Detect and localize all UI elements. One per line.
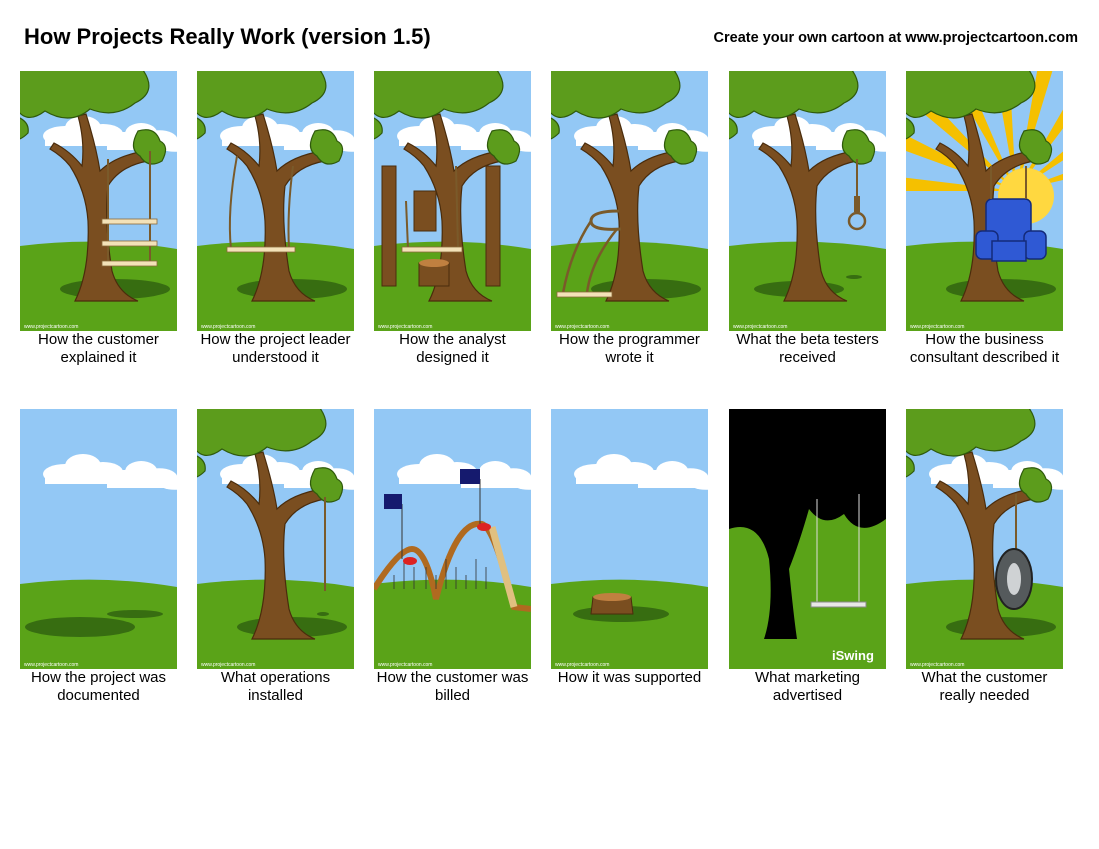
panel-caption: How it was supported: [557, 669, 702, 686]
svg-text:www.projectcartoon.com: www.projectcartoon.com: [201, 324, 255, 330]
panel-caption: What operations installed: [220, 669, 331, 704]
svg-text:www.projectcartoon.com: www.projectcartoon.com: [24, 324, 78, 330]
iswing-brand: iSwing: [832, 648, 874, 663]
cartoon-panel-noose: www.projectcartoon.com What the beta tes…: [729, 71, 886, 366]
panel-illustration: www.projectcartoon.com: [906, 71, 1063, 331]
cartoon-panel-tire-swing: www.projectcartoon.com What the customer…: [906, 409, 1063, 704]
panel-illustration: www.projectcartoon.com: [197, 71, 354, 331]
svg-text:www.projectcartoon.com: www.projectcartoon.com: [201, 662, 255, 668]
svg-text:www.projectcartoon.com: www.projectcartoon.com: [378, 662, 432, 668]
panel-illustration: www.projectcartoon.com: [197, 409, 354, 669]
panel-illustration: iSwing: [729, 409, 886, 669]
panel-caption: How the analyst designed it: [399, 331, 506, 366]
panel-illustration: www.projectcartoon.com: [906, 409, 1063, 669]
svg-text:www.projectcartoon.com: www.projectcartoon.com: [555, 662, 609, 668]
credit-link[interactable]: Create your own cartoon at www.projectca…: [713, 30, 1078, 46]
svg-text:www.projectcartoon.com: www.projectcartoon.com: [378, 324, 432, 330]
panel-illustration: www.projectcartoon.com: [374, 409, 531, 669]
panel-caption: What the customer really needed: [921, 669, 1048, 704]
svg-text:www.projectcartoon.com: www.projectcartoon.com: [733, 324, 787, 330]
cartoon-panel-swing-no-gap: www.projectcartoon.com How the project l…: [197, 71, 354, 366]
panel-caption: How the customer was billed: [376, 669, 529, 704]
panel-illustration: www.projectcartoon.com: [20, 71, 177, 331]
panel-caption: How the business consultant described it: [909, 331, 1060, 366]
cartoon-panel-empty-field: www.projectcartoon.com How the project w…: [20, 409, 177, 704]
cartoon-panel-supported-trunk: www.projectcartoon.com How the analyst d…: [374, 71, 531, 366]
panel-caption: How the project leader understood it: [200, 331, 351, 366]
cartoon-panel-silhouette-ad: iSwing What marketing advertised: [729, 409, 886, 704]
panel-caption: How the customer explained it: [38, 331, 159, 366]
svg-text:www.projectcartoon.com: www.projectcartoon.com: [910, 662, 964, 668]
cartoon-panel-stump: www.projectcartoon.com How it was suppor…: [551, 409, 708, 687]
svg-text:www.projectcartoon.com: www.projectcartoon.com: [555, 324, 609, 330]
svg-text:www.projectcartoon.com: www.projectcartoon.com: [24, 662, 78, 668]
cartoon-panel-single-rope: www.projectcartoon.com What operations i…: [197, 409, 354, 704]
svg-text:www.projectcartoon.com: www.projectcartoon.com: [910, 324, 964, 330]
cartoon-panel-three-seat-swing: www.projectcartoon.com How the customer …: [20, 71, 177, 366]
cartoon-panel-rope-around-trunk: www.projectcartoon.com How the programme…: [551, 71, 708, 366]
panel-caption: What the beta testers received: [736, 331, 879, 366]
panel-caption: How the project was documented: [30, 669, 167, 704]
cartoon-panel-rollercoaster: www.projectcartoon.com How the customer …: [374, 409, 531, 704]
panel-illustration: www.projectcartoon.com: [551, 71, 708, 331]
panel-illustration: www.projectcartoon.com: [729, 71, 886, 331]
panel-illustration: www.projectcartoon.com: [374, 71, 531, 331]
panel-caption: What marketing advertised: [754, 669, 861, 704]
panel-illustration: www.projectcartoon.com: [551, 409, 708, 669]
panel-caption: How the programmer wrote it: [559, 331, 700, 366]
panel-illustration: www.projectcartoon.com: [20, 409, 177, 669]
cartoon-panel-armchair-sunburst: www.projectcartoon.com How the business …: [906, 71, 1063, 366]
page-title: How Projects Really Work (version 1.5): [24, 24, 431, 49]
